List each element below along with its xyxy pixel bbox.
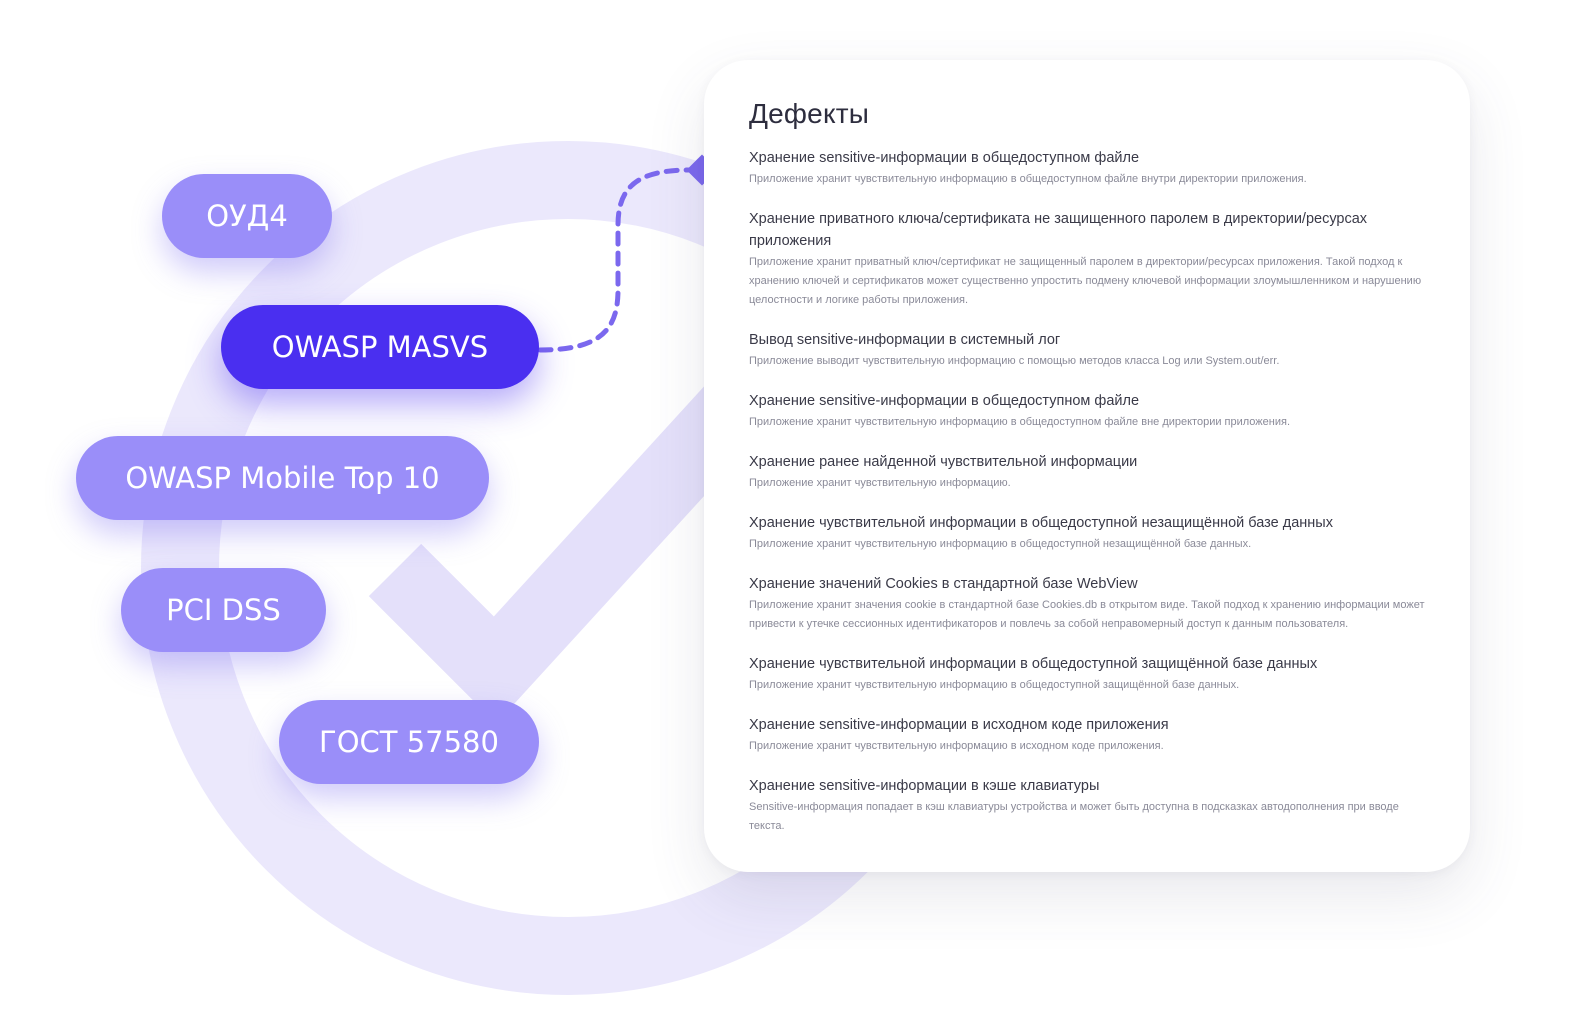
defect-title: Хранение ранее найденной чувствительной … (749, 454, 1138, 470)
defect-item[interactable]: Хранение sensitive-информации в кэше кла… (749, 775, 1434, 836)
defect-description: Приложение хранит значения cookie в стан… (749, 599, 1425, 630)
defect-title: Хранение приватного ключа/сертификата не… (749, 211, 1368, 249)
defects-panel: Дефекты Хранение sensitive-информации в … (704, 60, 1470, 872)
standard-pill-owasp-mobile-top-10[interactable]: OWASP Mobile Top 10 (76, 436, 489, 520)
defect-title: Хранение sensitive-информации в общедост… (749, 393, 1140, 409)
standard-pill-oud4[interactable]: ОУД4 (162, 174, 332, 258)
defect-description: Приложение хранит приватный ключ/сертифи… (749, 256, 1422, 306)
defect-item[interactable]: Хранение чувствительной информации в общ… (749, 512, 1434, 554)
defect-description: Sensitive-информация попадает в кэш клав… (749, 801, 1399, 832)
defect-description: Приложение хранит чувствительную информа… (749, 538, 1252, 550)
defect-title: Хранение чувствительной информации в общ… (749, 515, 1333, 531)
defect-description: Приложение хранит чувствительную информа… (749, 477, 1011, 489)
defect-title: Хранение sensitive-информации в кэше кла… (749, 778, 1100, 794)
defect-description: Приложение хранит чувствительную информа… (749, 679, 1240, 691)
defect-item[interactable]: Хранение ранее найденной чувствительной … (749, 451, 1434, 493)
defect-item[interactable]: Хранение значений Cookies в стандартной … (749, 573, 1434, 634)
standard-pill-pci-dss[interactable]: PCI DSS (121, 568, 326, 652)
defect-title: Хранение чувствительной информации в общ… (749, 656, 1318, 672)
standard-pill-gost-57580[interactable]: ГОСТ 57580 (279, 700, 539, 784)
defect-item[interactable]: Хранение sensitive-информации в исходном… (749, 714, 1434, 756)
defect-description: Приложение хранит чувствительную информа… (749, 740, 1164, 752)
defect-item[interactable]: Хранение чувствительной информации в общ… (749, 653, 1434, 695)
standard-pill-owasp-masvs[interactable]: OWASP MASVS (221, 305, 539, 389)
defect-description: Приложение хранит чувствительную информа… (749, 173, 1307, 185)
defect-title: Хранение sensitive-информации в общедост… (749, 150, 1140, 166)
defect-description: Приложение хранит чувствительную информа… (749, 416, 1291, 428)
connector-line (537, 167, 693, 353)
panel-title: Дефекты (749, 98, 870, 129)
defect-description: Приложение выводит чувствительную информ… (749, 355, 1280, 367)
defect-item[interactable]: Хранение приватного ключа/сертификата не… (749, 208, 1434, 310)
defect-title: Вывод sensitive-информации в системный л… (749, 332, 1061, 348)
defect-item[interactable]: Вывод sensitive-информации в системный л… (749, 329, 1434, 371)
defect-item[interactable]: Хранение sensitive-информации в общедост… (749, 147, 1434, 189)
defect-title: Хранение значений Cookies в стандартной … (749, 576, 1138, 592)
defect-title: Хранение sensitive-информации в исходном… (749, 717, 1169, 733)
defect-item[interactable]: Хранение sensitive-информации в общедост… (749, 390, 1434, 432)
